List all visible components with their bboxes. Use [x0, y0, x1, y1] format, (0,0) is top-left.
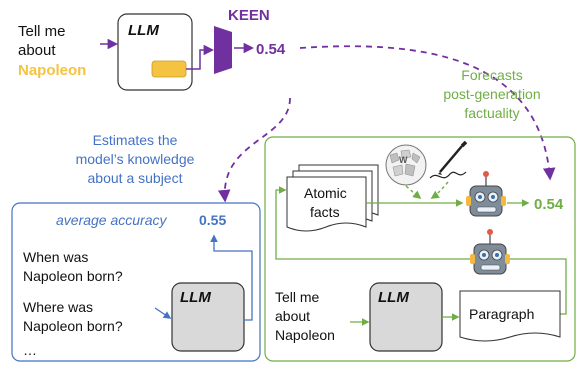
paragraph-doc: [459, 290, 561, 342]
right-note-line-2: post-generation: [443, 86, 540, 102]
left-note-line-2: model’s knowledge: [76, 151, 195, 167]
dashed-arrow-to-knowledge: [217, 97, 291, 203]
keen-probe-shape: [214, 26, 232, 74]
right-note: Forecasts post-generation factuality: [443, 67, 540, 121]
atomic-facts-line-2: facts: [310, 204, 340, 220]
knowledge-panel: average accuracy 0.55 When was Napoleon …: [11, 202, 261, 362]
llm-to-accuracy-arrow: [210, 234, 253, 321]
right-llm-label: LLM: [378, 289, 409, 306]
left-note-line-3: about a subject: [88, 170, 183, 186]
average-accuracy-label: average accuracy: [56, 212, 168, 228]
wikipedia-glyph: W: [399, 155, 408, 165]
wikipedia-globe-icon: W: [385, 144, 427, 186]
average-accuracy-value: 0.55: [199, 212, 226, 228]
right-note-line-3: factuality: [464, 105, 519, 121]
question-1-line-2: Napoleon born?: [23, 268, 123, 284]
atomic-facts-line-1: Atomic: [304, 185, 347, 201]
questions-ellipsis: …: [23, 342, 37, 358]
robot-extractor-icon: [470, 229, 510, 275]
factuality-panel: Atomic facts W: [264, 136, 576, 362]
dashed-arrow-to-factuality: [299, 45, 556, 181]
left-note-line-1: Estimates the: [93, 132, 178, 148]
robot-to-facts-arrow: [275, 186, 470, 260]
bottom-prompt-line-2: about: [275, 308, 310, 324]
wiki-to-check-arrow: [405, 185, 422, 200]
paragraph-label: Paragraph: [469, 306, 534, 322]
questions-to-llm-arrow: [154, 307, 172, 319]
writing-pen-icon: [429, 140, 468, 179]
hidden-state-block: [151, 60, 187, 78]
bottom-prompt-line-3: Napoleon: [275, 327, 335, 343]
paragraph-to-robot-line: [510, 258, 567, 315]
factuality-panel-border: [264, 136, 576, 362]
top-section: Tell me about Napoleon LLM KEEN 0.54: [18, 7, 556, 203]
bottom-prompt-line-1: Tell me: [275, 289, 320, 305]
factuality-score: 0.54: [534, 196, 564, 213]
left-note: Estimates the model’s knowledge about a …: [76, 132, 195, 186]
question-2-line-1: Where was: [23, 299, 93, 315]
top-prompt-line-1: Tell me: [18, 23, 66, 40]
robot-evaluator-icon: [466, 171, 506, 217]
question-2-line-2: Napoleon born?: [23, 318, 123, 334]
left-llm-box: [171, 282, 245, 352]
knowledge-panel-border: [11, 202, 261, 362]
keen-label: KEEN: [228, 7, 270, 24]
pen-to-check-arrow: [430, 181, 449, 199]
keen-score: 0.54: [256, 41, 286, 58]
top-prompt-line-2: about: [18, 42, 56, 59]
left-llm-label: LLM: [180, 289, 211, 306]
hidden-state-to-keen-arrow: [186, 44, 215, 70]
top-llm-label: LLM: [128, 22, 159, 39]
atomic-facts-doc: [286, 176, 367, 232]
question-1-line-1: When was: [23, 249, 88, 265]
top-subject: Napoleon: [18, 62, 86, 79]
right-note-line-1: Forecasts: [461, 67, 522, 83]
